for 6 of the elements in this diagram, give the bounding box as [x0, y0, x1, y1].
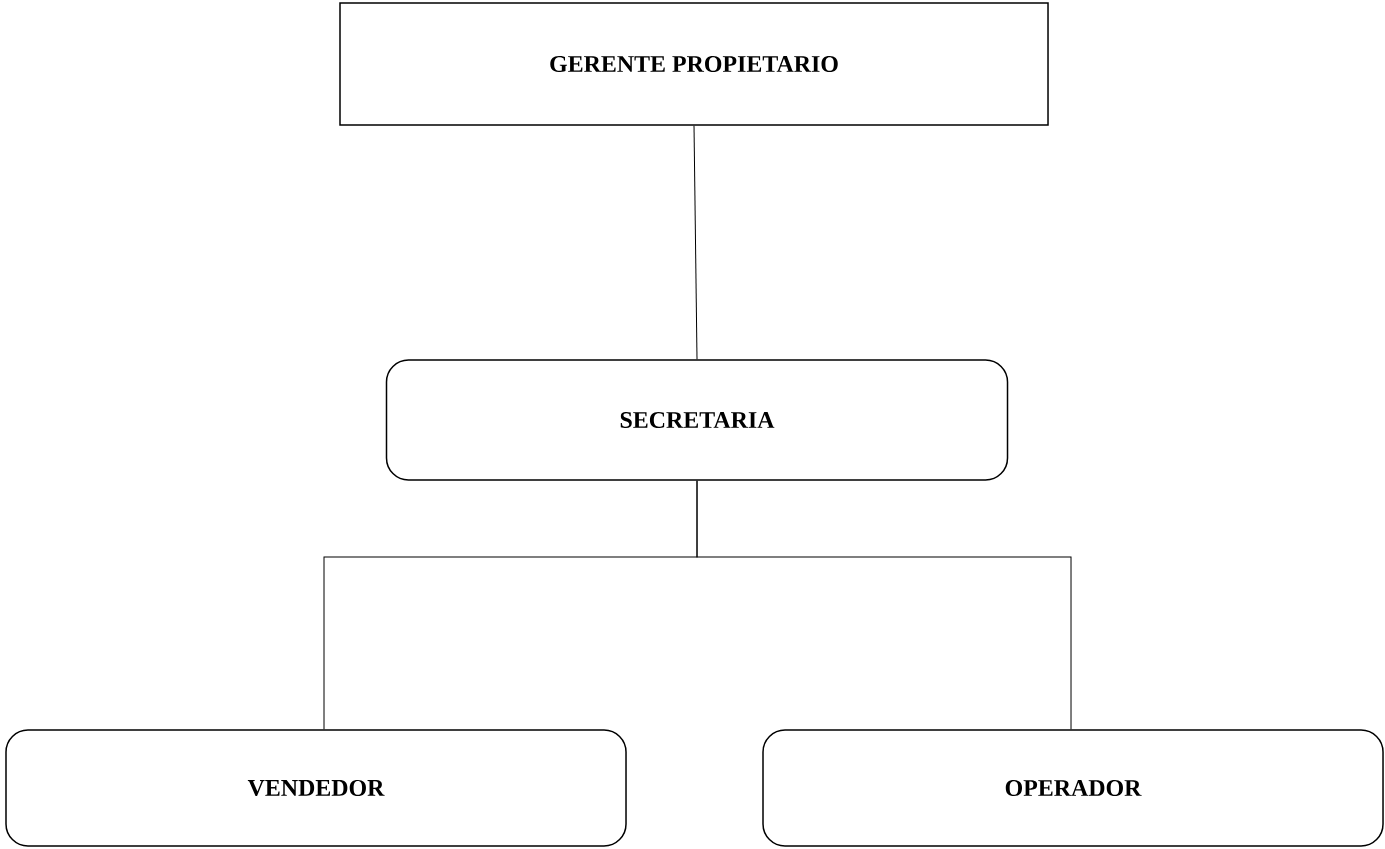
rounded-box: SECRETARIA: [385, 359, 1009, 481]
rounded-box: OPERADOR: [762, 729, 1384, 847]
connector-line: [696, 480, 1072, 730]
title-box: GERENTE PROPIETARIO: [339, 2, 1049, 126]
connector-line: [693, 125, 698, 360]
rounded-box: VENDEDOR: [5, 729, 627, 847]
